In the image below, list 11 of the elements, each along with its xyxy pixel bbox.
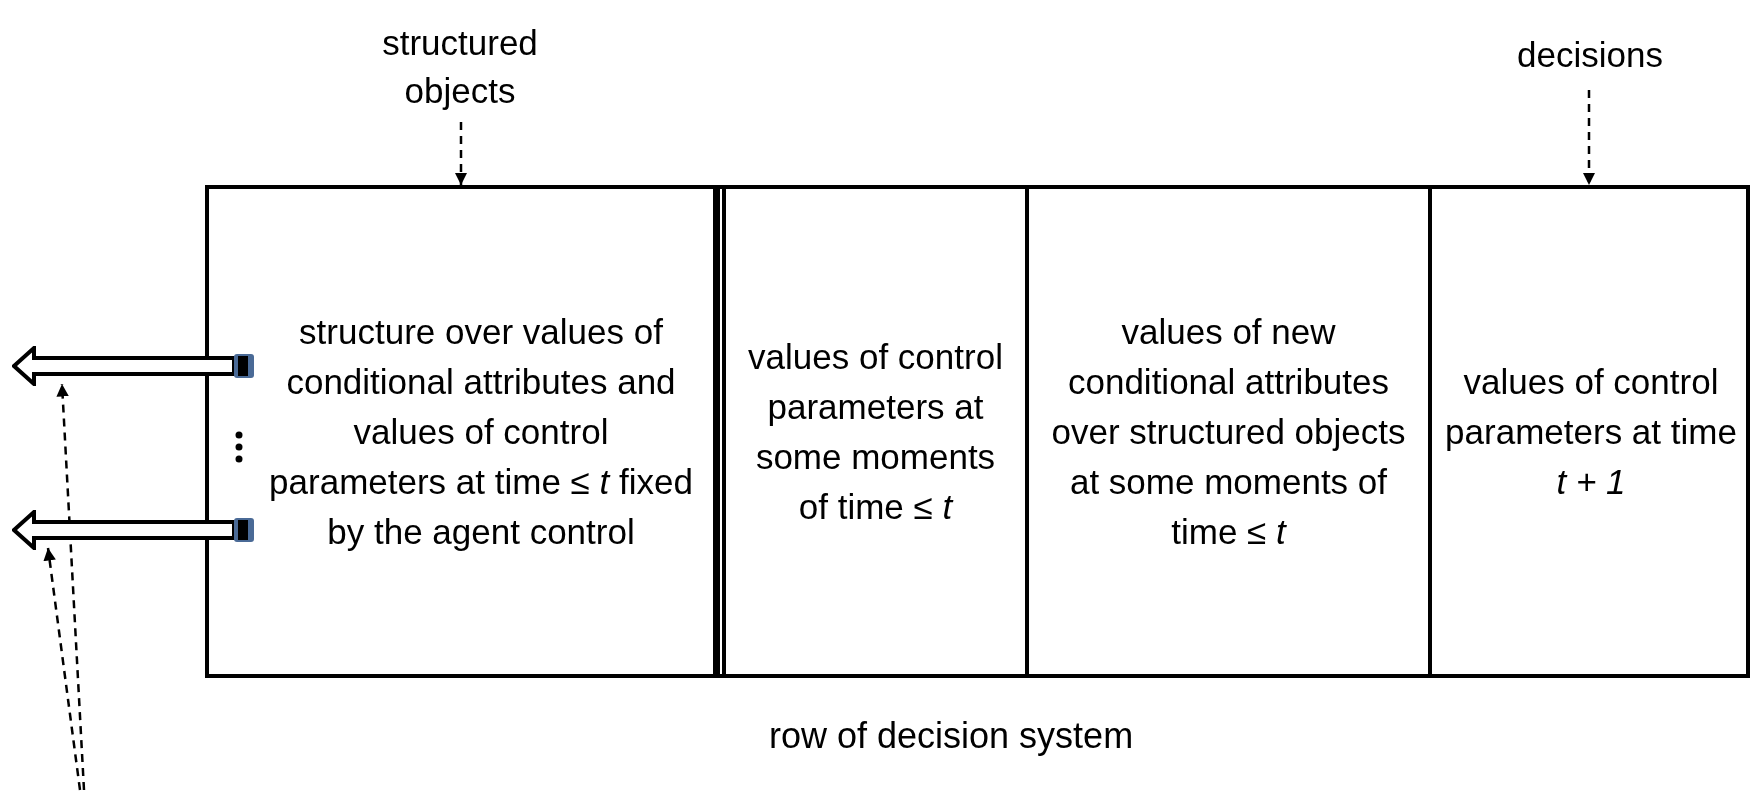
dashed-arrow [43,547,82,791]
cell-text: structure over values of conditional attributes and values of control parameters at time ≤ t fixed by the agent control [268,310,694,553]
cell-text: values of new conditional attributes over structured objects at some moments of time ≤ t [1050,310,1407,553]
cell-text: values of control parameters at some moments of time ≤ t [747,335,1004,528]
dashed-arrow [1582,90,1596,185]
dashed-arrow [454,122,468,185]
annotation-label: structured objects [381,22,539,112]
cell-text: values of control parameters at time t + 1 [1444,360,1738,503]
dashed-arrow [56,383,86,791]
row-caption: row of decision system [769,714,1134,758]
annotation-label: decisions [1517,34,1663,76]
